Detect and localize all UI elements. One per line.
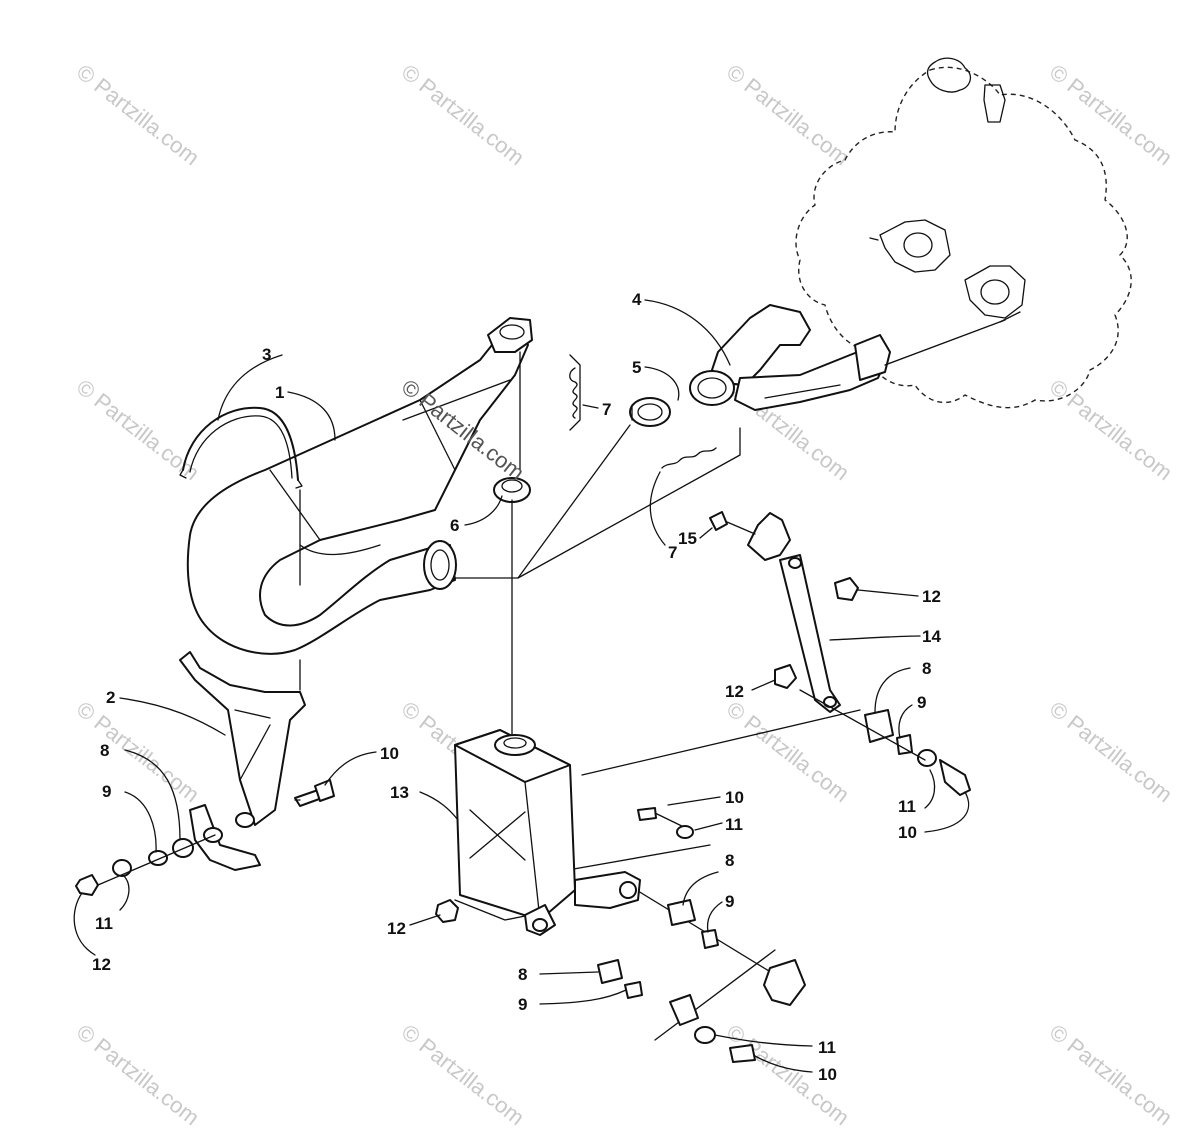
callout-11-bottom: 11 — [818, 1038, 836, 1057]
callout-12-left: 12 — [92, 955, 111, 974]
callout-8-center-right: 8 — [725, 851, 734, 870]
callout-5: 5 — [632, 358, 641, 377]
callout-10-right: 10 — [898, 823, 917, 842]
muffler-hardware — [435, 807, 806, 1063]
watermark: © Partzilla.com — [1045, 374, 1177, 485]
watermark: © Partzilla.com — [72, 1019, 204, 1130]
watermark: © Partzilla.com — [1045, 1019, 1177, 1130]
callout-12-center-left: 12 — [387, 919, 406, 938]
callout-11-center: 11 — [725, 815, 743, 834]
exhaust-heat-shield — [179, 651, 306, 826]
exhaust-seal-ring — [629, 397, 671, 427]
callout-10-left: 10 — [380, 744, 399, 763]
callout-9-bottom: 9 — [518, 995, 527, 1014]
callout-9-right: 9 — [917, 693, 926, 712]
muffler-box — [454, 729, 641, 936]
left-mount-bracket — [75, 779, 335, 896]
callout-14: 14 — [922, 627, 941, 646]
callout-8-left: 8 — [100, 741, 109, 760]
exhaust-spring-lower — [661, 447, 717, 469]
watermark: © Partzilla.com — [72, 696, 204, 807]
exhaust-hanger-strap — [179, 406, 303, 489]
callout-7-upper: 7 — [602, 400, 611, 419]
callout-8-right: 8 — [922, 659, 931, 678]
callout-13: 13 — [390, 783, 409, 802]
callout-1: 1 — [275, 383, 284, 402]
callout-12-right-upper: 12 — [922, 587, 941, 606]
part-callouts: 3 1 4 5 7 6 7 15 12 14 12 8 9 — [73, 290, 970, 1084]
watermark: © Partzilla.com — [397, 59, 529, 170]
exhaust-expansion-chamber — [186, 317, 533, 655]
watermark: © Partzilla.com — [72, 59, 204, 170]
engine-outline — [795, 57, 1132, 409]
watermark: © Partzilla.com — [722, 59, 854, 170]
callout-11-right: 11 — [898, 797, 916, 816]
exhaust-spring-upper — [569, 367, 578, 419]
exhaust-manifold — [689, 304, 1006, 411]
callout-15: 15 — [678, 529, 697, 548]
watermark: © Partzilla.com — [397, 1019, 529, 1130]
callout-9-left: 9 — [102, 782, 111, 801]
callout-3: 3 — [262, 345, 271, 364]
callout-11-left: 11 — [95, 914, 113, 933]
callout-10-bottom: 10 — [818, 1065, 837, 1084]
callout-10-center: 10 — [725, 788, 744, 807]
callout-2: 2 — [106, 688, 115, 707]
watermark: © Partzilla.com — [1045, 696, 1177, 807]
callout-9-center-right: 9 — [725, 892, 734, 911]
callout-8-bottom: 8 — [518, 965, 527, 984]
rear-strap-bracket — [709, 511, 971, 796]
watermark: © Partzilla.com — [1045, 59, 1177, 170]
callout-12-right-mid: 12 — [725, 682, 744, 701]
callout-7-lower: 7 — [668, 543, 677, 562]
callout-4: 4 — [632, 290, 642, 309]
callout-6: 6 — [450, 516, 459, 535]
watermark: © Partzilla.com — [72, 374, 204, 485]
